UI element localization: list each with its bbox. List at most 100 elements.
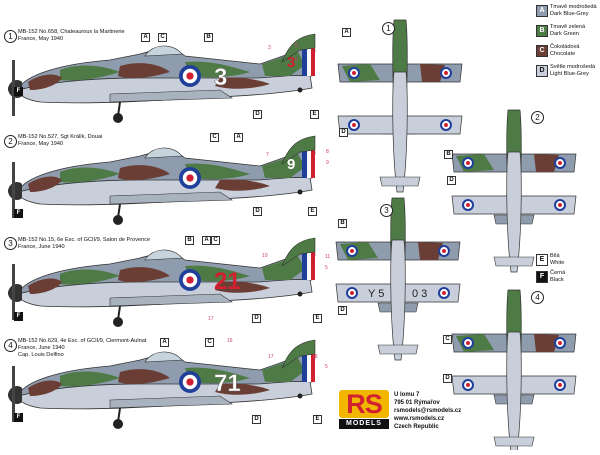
decal-ref: 5 <box>325 265 328 271</box>
paint-callout-d: D <box>339 128 348 137</box>
roundel <box>438 287 450 299</box>
color-swatch: A <box>536 5 548 17</box>
legend-text: Světle modrošedá Light Blue-Grey <box>550 64 595 77</box>
legend-line: Černá <box>550 270 566 276</box>
legend-line: Dark Green <box>550 30 579 37</box>
camo-green-patch <box>60 65 120 81</box>
rudder-stripe-blue <box>302 150 307 178</box>
legend-item: C Čokoládová Chocolate <box>536 44 600 66</box>
landing-gear-wheel <box>113 215 123 225</box>
wing <box>109 395 233 409</box>
color-swatch: F <box>536 271 548 283</box>
address-line: www.rsmodels.cz <box>394 416 445 422</box>
camo-brown-patch <box>118 369 170 385</box>
paint-callout-d: D <box>253 207 262 216</box>
camo-brown-patch <box>215 77 270 89</box>
paint-callout-a: A <box>342 28 351 37</box>
camo-brown-patch <box>420 64 445 82</box>
decal-ref: 16 <box>227 338 233 344</box>
roundel <box>440 67 452 79</box>
paint-callout-f: F <box>14 413 23 422</box>
camo-green-patch <box>185 367 250 384</box>
decal-ref: 10 <box>262 253 268 259</box>
roundel <box>179 371 201 393</box>
rudder-stripe-red <box>311 354 315 382</box>
paint-callout-b: B <box>338 219 347 228</box>
paint-callout-c: C <box>443 335 452 344</box>
roundel-red-center <box>558 161 562 165</box>
decal-ref: 5 <box>295 43 298 49</box>
legend-line: Čokoládová <box>550 44 580 50</box>
camo-brown-patch <box>534 334 559 352</box>
legend-item: B Tmavě zelená Dark Green <box>536 24 600 46</box>
legend-text: Bílá White <box>550 253 564 266</box>
logo-text: MODELS <box>339 419 389 429</box>
camo-brown-patch <box>28 278 62 294</box>
tailplane <box>493 436 535 447</box>
fuselage <box>506 151 522 273</box>
propeller-blade <box>12 162 15 218</box>
legend-line: Dark Blue-Grey <box>550 10 589 17</box>
plan-number-2: 2 <box>531 111 544 124</box>
rudder-stripe-red <box>311 48 315 76</box>
tail-fin <box>281 135 316 165</box>
roundel <box>554 337 566 349</box>
rudder-stripe-white <box>307 150 311 178</box>
address-line: rsmodels@rsmodels.cz <box>394 408 462 414</box>
legend-item: F Černá Black <box>536 270 600 292</box>
paint-callout-c: C <box>211 236 220 245</box>
decal-ref: 3 <box>268 45 271 51</box>
propeller-blade <box>12 366 15 422</box>
camo-brown-patch <box>215 179 270 191</box>
camo-green-patch <box>185 61 250 78</box>
roundel-red-center <box>466 161 470 165</box>
paint-callout-e: E <box>310 110 319 119</box>
rudder-stripe-blue <box>302 252 307 280</box>
camo-green-patch <box>262 358 305 382</box>
roundel <box>438 245 450 257</box>
camo-green-patch <box>60 167 120 183</box>
camo-green-patch <box>60 371 120 387</box>
paint-callout-d: D <box>252 415 261 424</box>
tail-code: 3 <box>287 54 295 71</box>
address-line: 795 01 Rýmařov <box>394 400 440 406</box>
camo-brown-patch <box>215 281 270 293</box>
profile-caption-4: MB-152 No.629, 4e Esc. of GCII/9, Clermo… <box>18 338 146 359</box>
roundel-red-center <box>558 203 562 207</box>
decal-ref: 11 <box>325 254 331 260</box>
side-profile-aircraft: 33 <box>8 33 316 123</box>
roundel <box>462 337 474 349</box>
camo-green-patch <box>262 154 305 178</box>
profile-number-4: 4 <box>4 339 17 352</box>
roundel-red-center <box>466 203 470 207</box>
plan-number-3: 3 <box>380 204 393 217</box>
roundel-red-center <box>186 276 194 284</box>
roundel-red-center <box>352 71 356 75</box>
wing-code: 0 3 <box>412 288 427 300</box>
paint-callout-f: F <box>14 209 23 218</box>
company-address: U lomu 7 795 01 Rýmařov rsmodels@rsmodel… <box>394 391 461 431</box>
roundel-red-center <box>444 123 448 127</box>
roundel <box>179 167 201 189</box>
tailplane <box>493 256 535 267</box>
tail-wheel <box>297 291 303 297</box>
paint-callout-f: F <box>14 312 23 321</box>
tail-wheel <box>297 393 303 399</box>
address-line: U lomu 7 <box>394 392 420 398</box>
legend-line: Light Blue-Grey <box>550 70 589 77</box>
wing <box>109 293 233 307</box>
cockpit-canopy <box>144 147 183 159</box>
landing-gear-wheel <box>113 113 123 123</box>
legend-item: A Tmavě modrošedá Dark Blue-Grey <box>536 4 600 26</box>
rudder-stripe-white <box>307 252 311 280</box>
camo-green-patch <box>60 269 120 285</box>
paint-callout-b: B <box>185 236 194 245</box>
paint-callout-e: E <box>308 207 317 216</box>
legend-line: Bílá <box>550 253 560 259</box>
fuselage-code: 71 <box>214 370 241 397</box>
paint-callout-a: A <box>202 236 211 245</box>
legend-line: White <box>550 259 565 266</box>
paint-callout-e: E <box>313 415 322 424</box>
roundel-red-center <box>350 291 354 295</box>
